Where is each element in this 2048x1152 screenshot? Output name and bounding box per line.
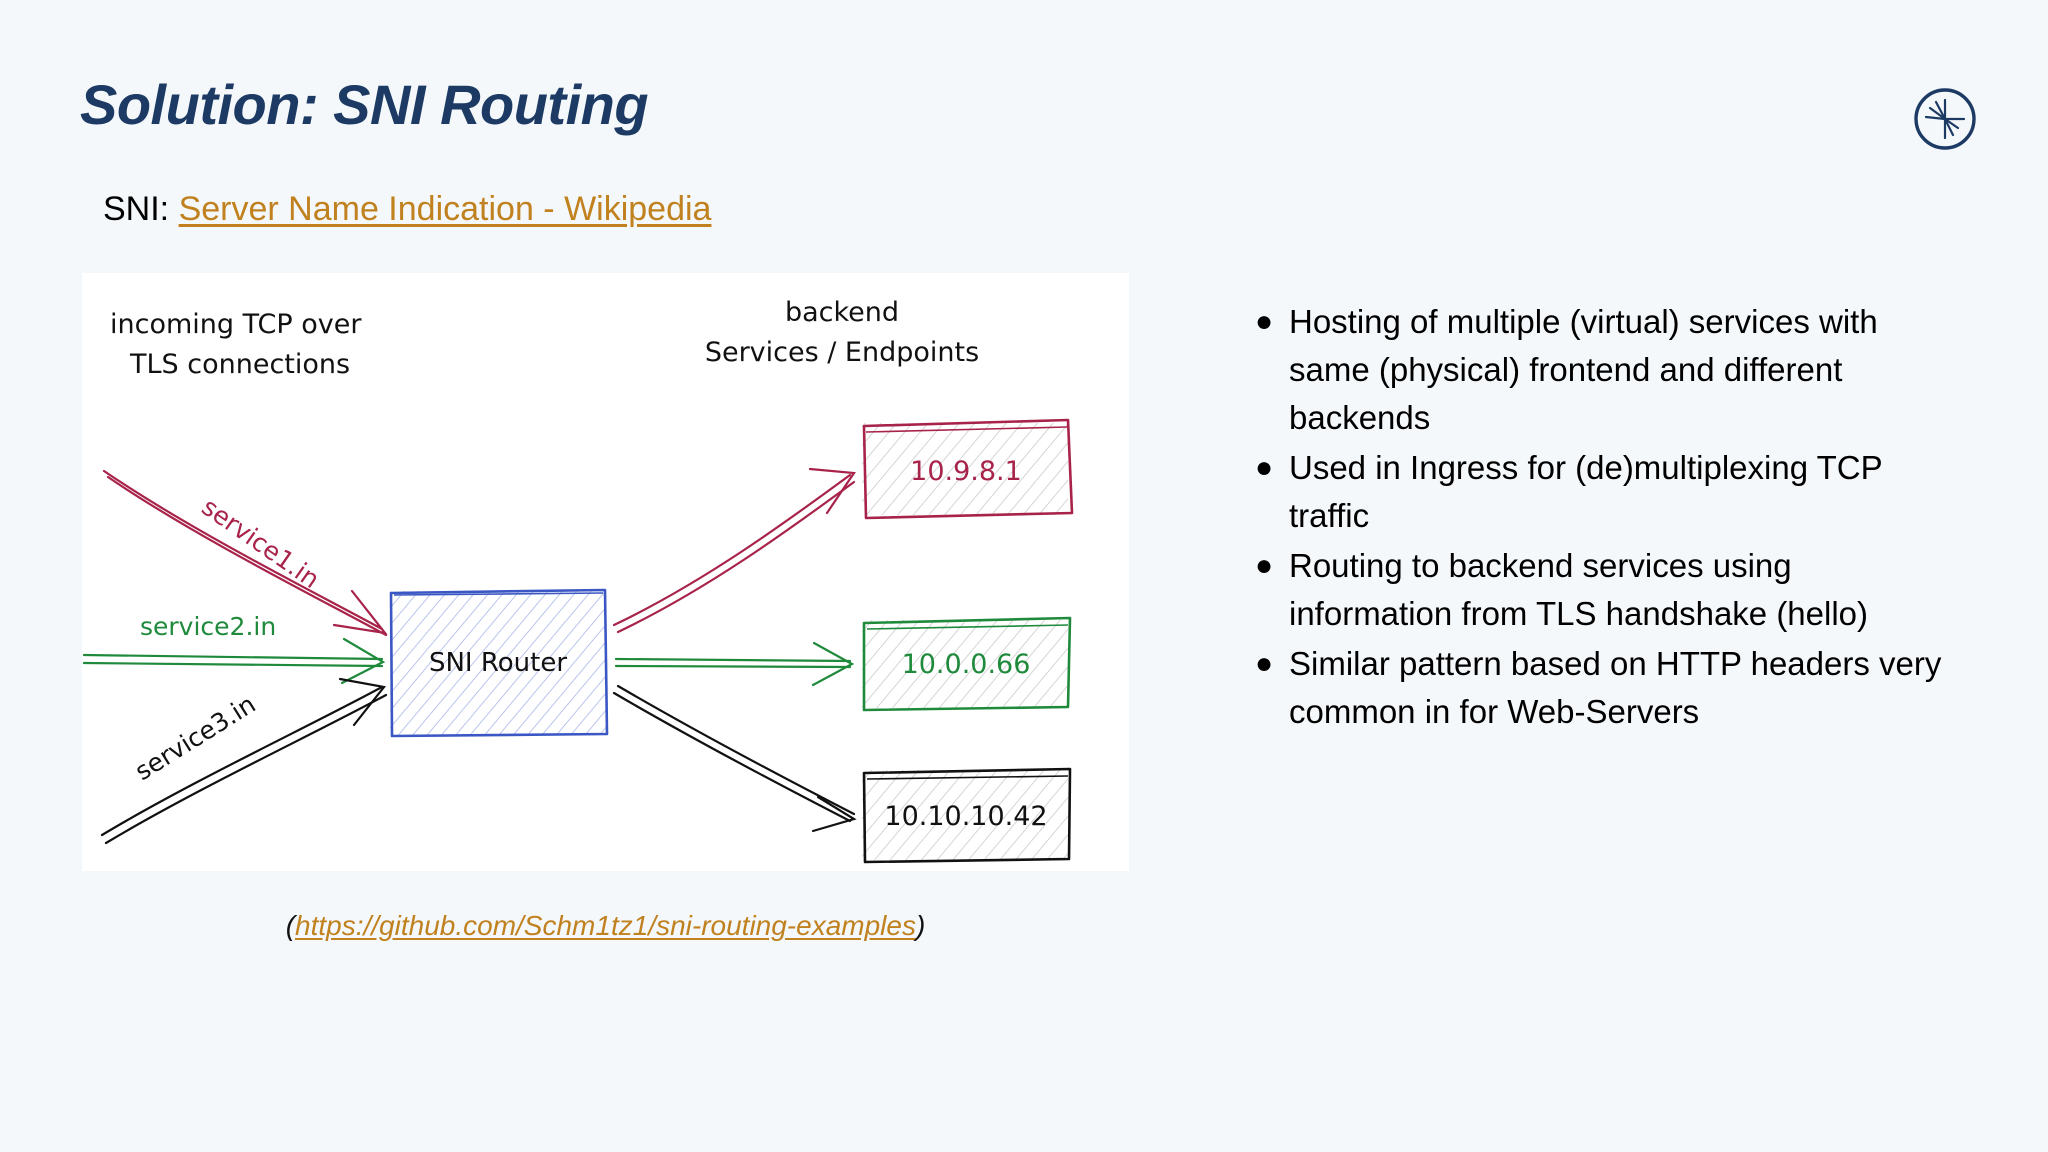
sni-definition-line: SNI: Server Name Indication - Wikipedia xyxy=(103,190,711,229)
diagram-svg: incoming TCP over TLS connections backen… xyxy=(82,273,1129,871)
bullet-text: Similar pattern based on HTTP headers ve… xyxy=(1289,645,1942,730)
backend-label-2: 10.0.0.66 xyxy=(902,649,1031,680)
backend-label-3: 10.10.10.42 xyxy=(884,801,1047,832)
bullet-marker-icon: ● xyxy=(1255,549,1274,582)
diagram-caption: (https://github.com/Schm1tz1/sni-routing… xyxy=(82,910,1129,942)
backend-node-3[interactable]: 10.10.10.42 xyxy=(862,767,1072,864)
arrow-service3-in xyxy=(100,677,388,845)
bullet-marker-icon: ● xyxy=(1255,647,1274,680)
github-repo-link[interactable]: https://github.com/Schm1tz1/sni-routing-… xyxy=(295,910,916,941)
backend-label-1: 10.9.8.1 xyxy=(910,456,1022,487)
arrow-backend-1 xyxy=(612,467,856,634)
bullet-marker-icon: ● xyxy=(1255,305,1274,338)
bullet-text: Routing to backend services using inform… xyxy=(1289,547,1869,632)
bullet-list: ● Hosting of multiple (virtual) services… xyxy=(1255,298,1955,738)
sni-routing-diagram: incoming TCP over TLS connections backen… xyxy=(82,273,1129,871)
backend-label-line2: Services / Endpoints xyxy=(705,337,979,368)
arrow-backend-3 xyxy=(612,684,857,833)
bullet-text: Hosting of multiple (virtual) services w… xyxy=(1289,303,1878,436)
sni-label: SNI: xyxy=(103,190,179,228)
bullet-marker-icon: ● xyxy=(1255,451,1274,484)
incoming-label-line2: TLS connections xyxy=(129,349,350,380)
backend-node-1[interactable]: 10.9.8.1 xyxy=(862,418,1074,520)
list-item: ● Routing to backend services using info… xyxy=(1255,542,1955,638)
arrow-backend-2 xyxy=(614,641,855,687)
logo-svg xyxy=(1914,88,1976,150)
sni-router-label: SNI Router xyxy=(429,648,567,678)
caption-open-paren: ( xyxy=(285,910,296,941)
page-title: Solution: SNI Routing xyxy=(80,73,649,136)
list-item: ● Used in Ingress for (de)multiplexing T… xyxy=(1255,444,1955,540)
confluent-logo-icon xyxy=(1912,86,1978,152)
backend-node-2[interactable]: 10.0.0.66 xyxy=(862,616,1072,712)
arrow-service1-in xyxy=(102,469,388,637)
list-item: ● Similar pattern based on HTTP headers … xyxy=(1255,640,1955,736)
arrow-service2-in xyxy=(82,637,386,685)
backend-label-line1: backend xyxy=(785,297,899,328)
caption-close-paren: ) xyxy=(915,910,926,941)
bullet-text: Used in Ingress for (de)multiplexing TCP… xyxy=(1289,449,1883,534)
wikipedia-link[interactable]: Server Name Indication - Wikipedia xyxy=(178,190,712,228)
list-item: ● Hosting of multiple (virtual) services… xyxy=(1255,298,1955,442)
sni-router-node[interactable]: SNI Router xyxy=(389,588,609,738)
label-service2: service2.in xyxy=(140,612,276,641)
incoming-label-line1: incoming TCP over xyxy=(110,309,362,340)
